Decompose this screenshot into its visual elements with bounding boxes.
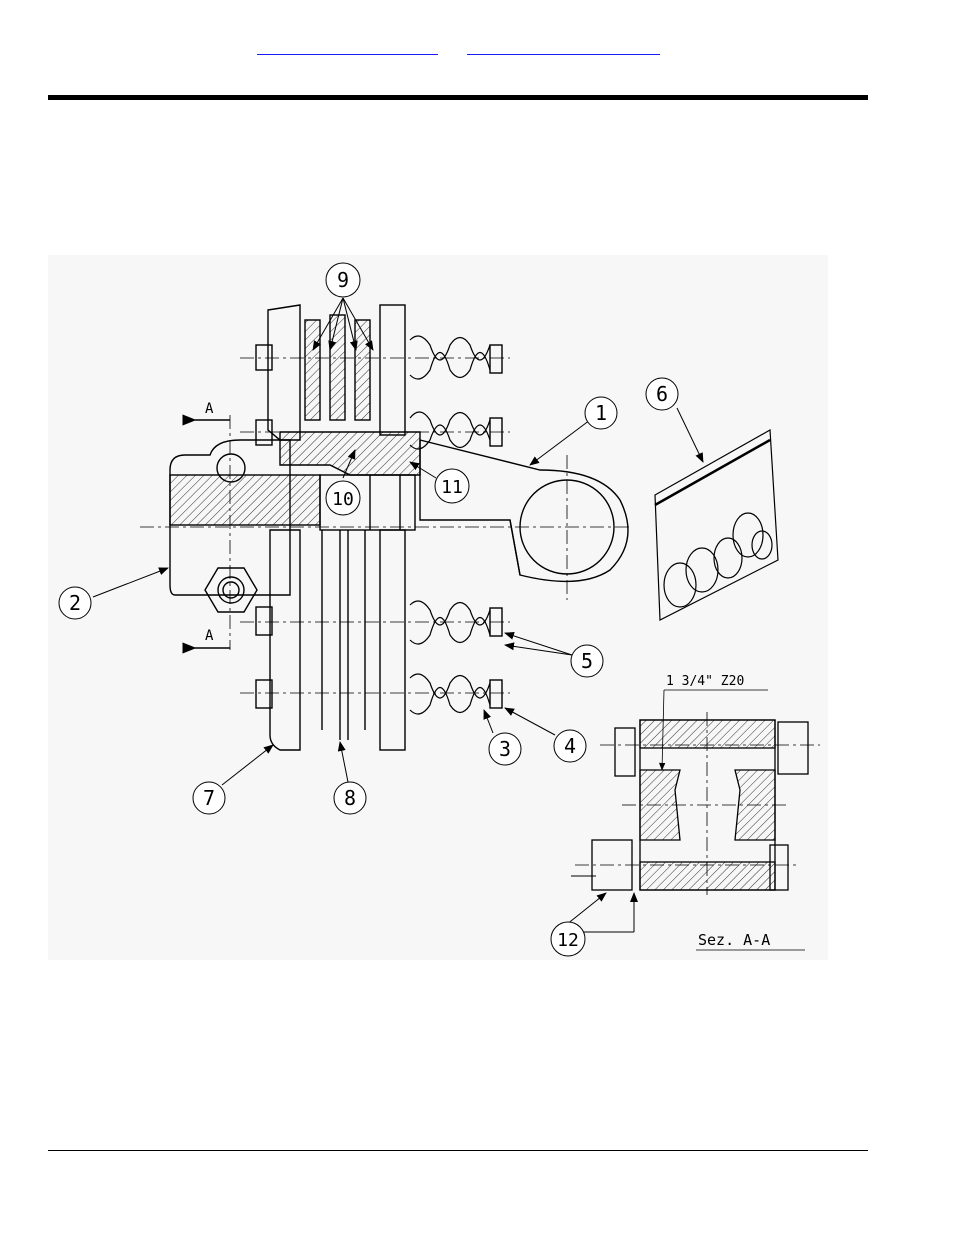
callout-7-label: 7 (203, 786, 215, 810)
callout-6-label: 6 (656, 382, 668, 406)
ring-bag (655, 430, 778, 620)
callout-4-label: 4 (564, 734, 576, 758)
section-a-a-label: Sez. A-A (698, 931, 770, 949)
spline-label: 1 3/4" Z20 (666, 674, 744, 689)
footer-rule (48, 1150, 868, 1151)
callout-1-label: 1 (595, 401, 607, 425)
callout-2-label: 2 (69, 591, 81, 615)
header-rule (48, 95, 868, 100)
callout-3-label: 3 (499, 737, 511, 761)
clutch-drawing-svg: 1 2 3 4 5 6 7 8 9 10 11 12 A A 1 3/4" Z2… (48, 255, 828, 960)
leader-lines (93, 298, 703, 932)
section-marker-bottom: A (205, 628, 214, 644)
section-a-a-view (575, 690, 820, 950)
parts-diagram: 1 2 3 4 5 6 7 8 9 10 11 12 A A 1 3/4" Z2… (48, 255, 828, 960)
callout-9-label: 9 (337, 268, 349, 292)
callout-8-label: 8 (344, 786, 356, 810)
section-marker-top: A (205, 401, 214, 417)
nav-link-left[interactable] (257, 40, 438, 55)
nav-link-right[interactable] (467, 40, 660, 55)
callout-12-label: 12 (557, 930, 579, 951)
callout-5-label: 5 (581, 649, 593, 673)
clutch-assembly (140, 305, 630, 750)
callout-10-label: 10 (332, 489, 354, 510)
callout-11-label: 11 (441, 477, 463, 498)
